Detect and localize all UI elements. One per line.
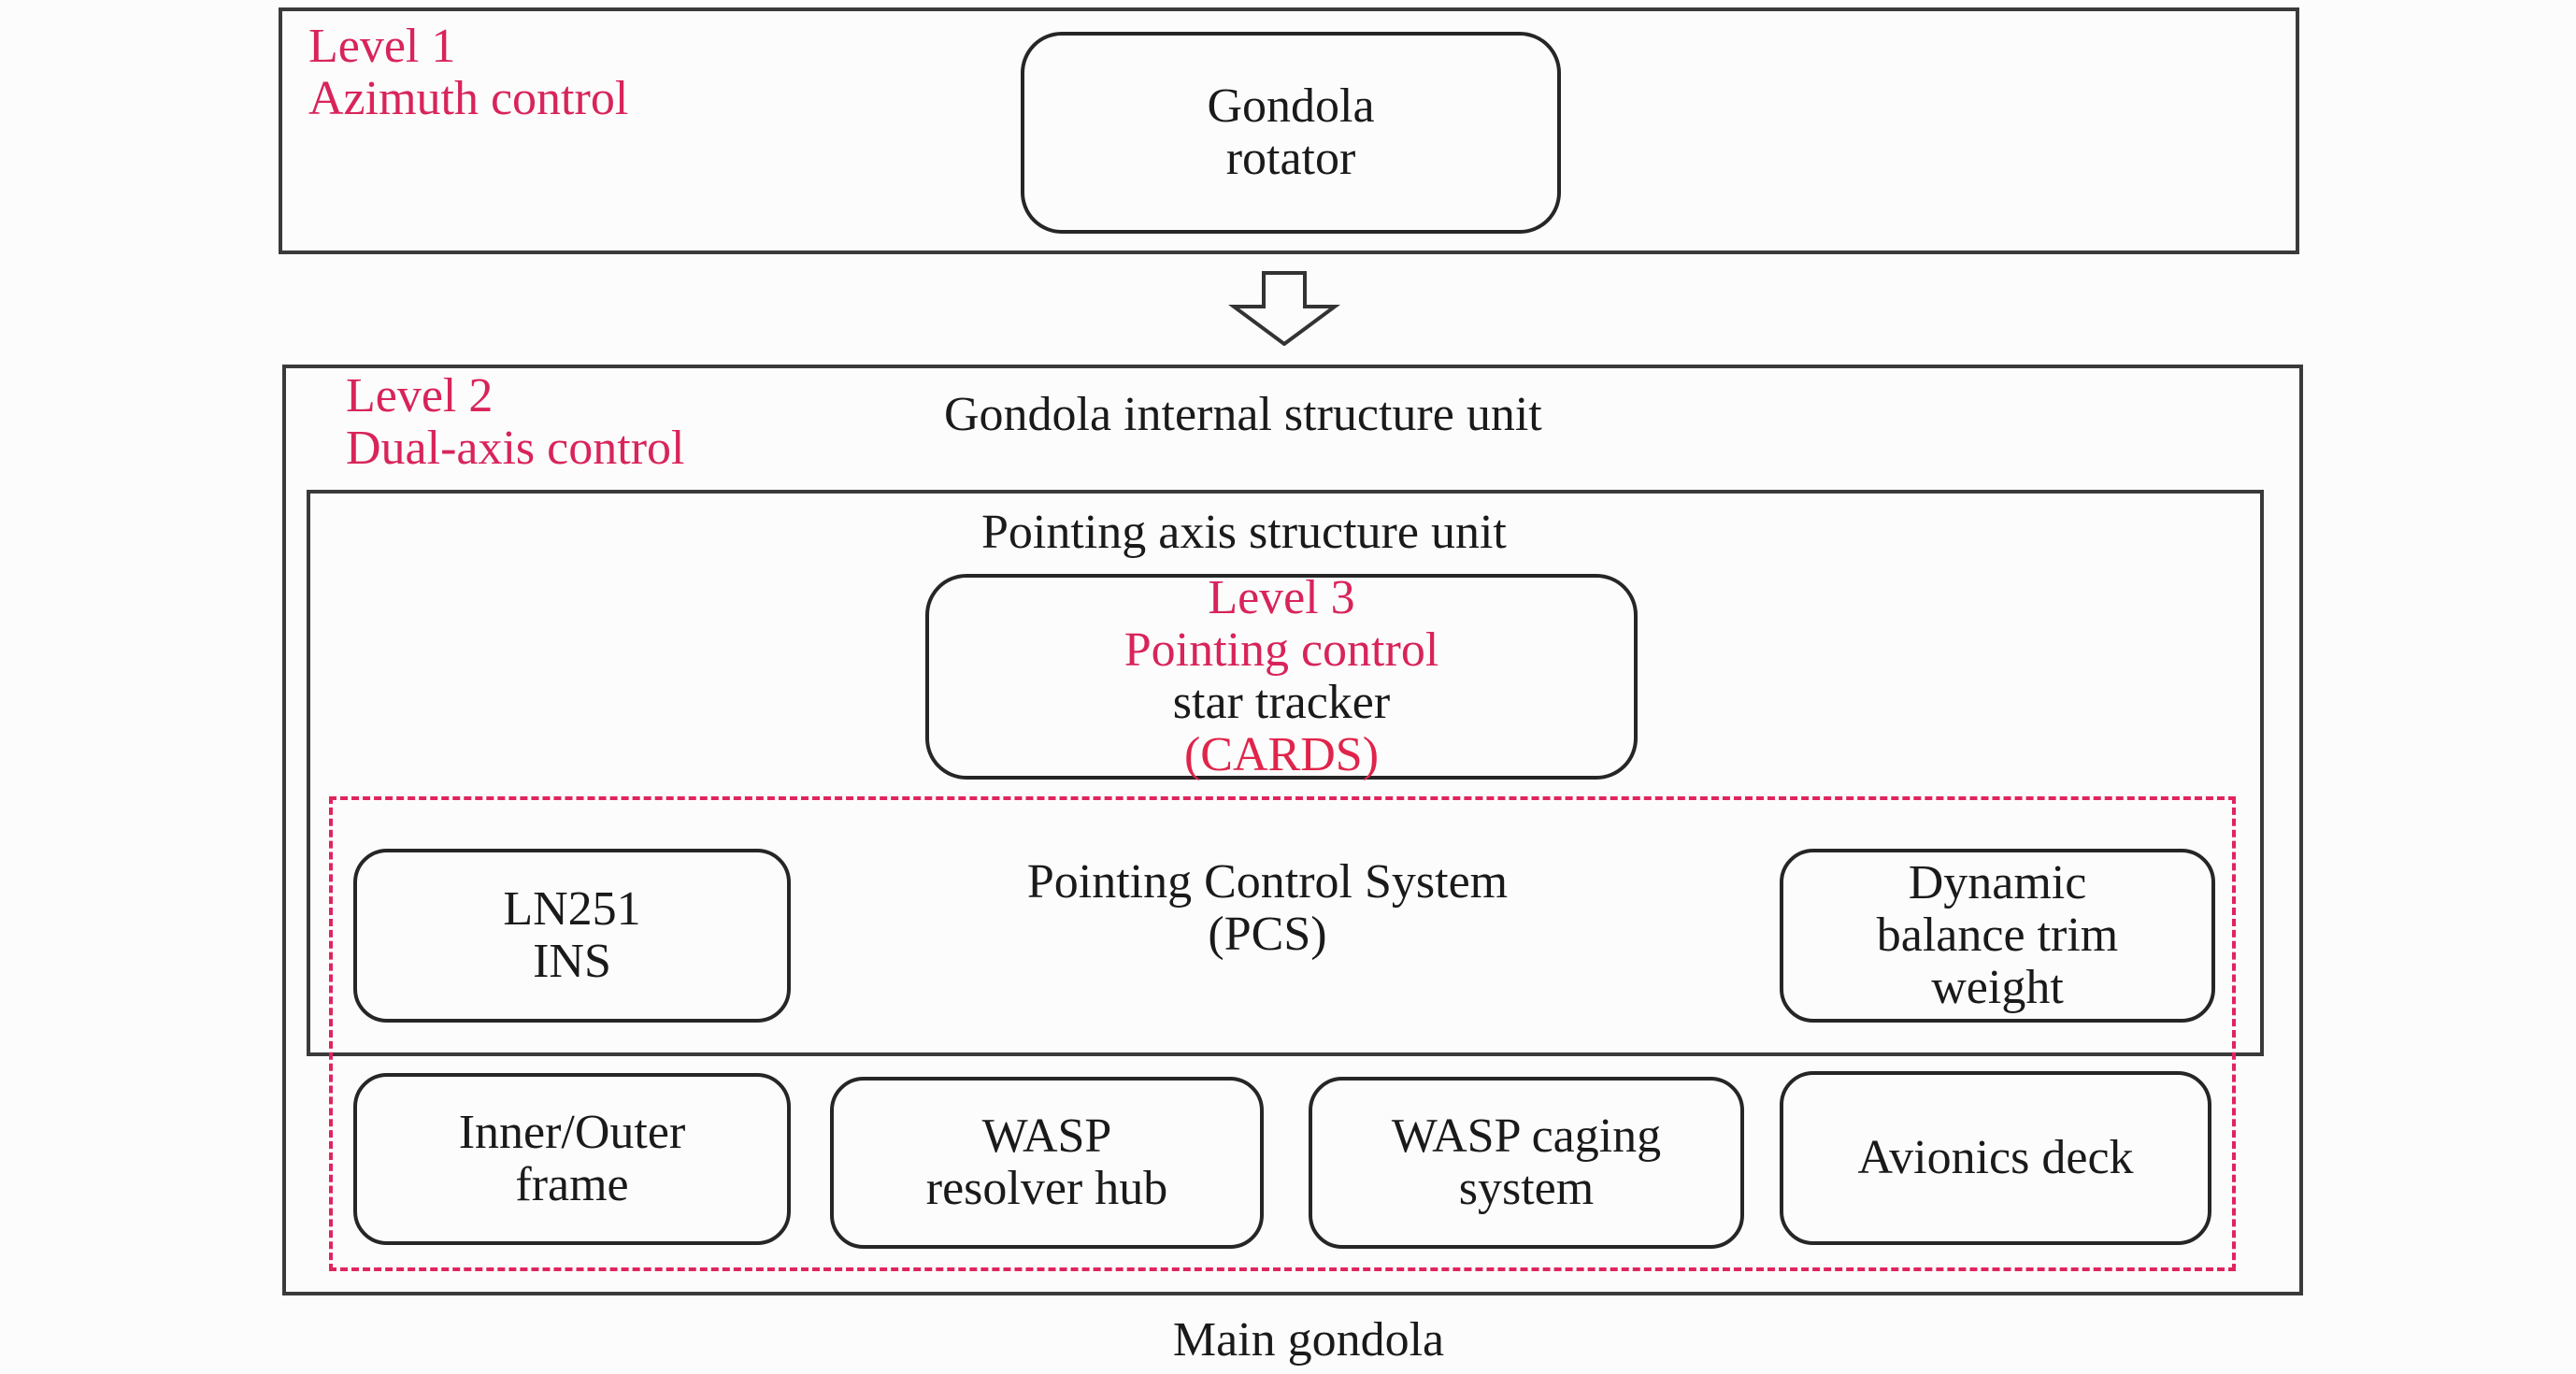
pointing-axis-frame [307,490,2264,1056]
internal-unit-label: Gondola internal structure unit [944,388,1542,441]
wasp-caging-line1: WASP caging [1391,1109,1662,1163]
gondola-rotator-line1: Gondola [1207,79,1375,133]
main-gondola-frame [282,365,2303,1295]
wasp-hub-line2: resolver hub [925,1162,1168,1215]
star-tracker-box: Level 3 Pointing control star tracker (C… [925,571,1638,781]
ins-line1: LN251 [503,882,641,936]
pcs-label-line2: (PCS) [1208,908,1327,961]
star-tracker-label: star tracker [1172,676,1391,729]
level1-subtitle: Azimuth control [308,72,629,125]
pcs-label-line1: Pointing Control System [1026,855,1509,909]
wasp-hub-line1: WASP [981,1109,1112,1163]
level2-label: Level 2 Dual-axis control [346,370,684,475]
inner-outer-frame-box: Inner/Outer frame [353,1073,791,1245]
pcs-label: Pointing Control System (PCS) [968,856,1567,961]
trim-line2: balance trim [1876,909,2119,962]
pcs-dashed-region [329,796,2236,1271]
wasp-caging-box: WASP caging system [1309,1077,1744,1249]
cards-label: (CARDS) [1183,728,1380,781]
avionics-deck-box: Avionics deck [1780,1071,2211,1245]
level1-title: Level 1 [308,20,456,73]
pointing-axis-label: Pointing axis structure unit [981,506,1507,559]
level2-subtitle: Dual-axis control [346,422,685,475]
inner-outer-line1: Inner/Outer [458,1106,686,1159]
trim-weight-box: Dynamic balance trim weight [1780,849,2215,1023]
gondola-rotator-box: Gondola rotator [1021,32,1561,234]
level2-title: Level 2 [346,369,494,422]
level1-frame [279,7,2299,254]
level1-label: Level 1 Azimuth control [308,21,628,125]
trim-line3: weight [1931,961,2064,1014]
wasp-resolver-hub-box: WASP resolver hub [830,1077,1264,1249]
gondola-rotator-line2: rotator [1225,132,1356,185]
inner-outer-line2: frame [515,1158,629,1211]
main-gondola-label: Main gondola [1172,1313,1445,1367]
ins-line2: INS [533,935,611,988]
avionics-line1: Avionics deck [1857,1131,2134,1184]
ins-box: LN251 INS [353,849,791,1023]
level3-title: Level 3 [1208,571,1355,624]
wasp-caging-line2: system [1458,1162,1595,1215]
level3-subtitle: Pointing control [1123,623,1439,677]
down-arrow-icon [1228,271,1340,346]
trim-line1: Dynamic [1908,856,2087,909]
